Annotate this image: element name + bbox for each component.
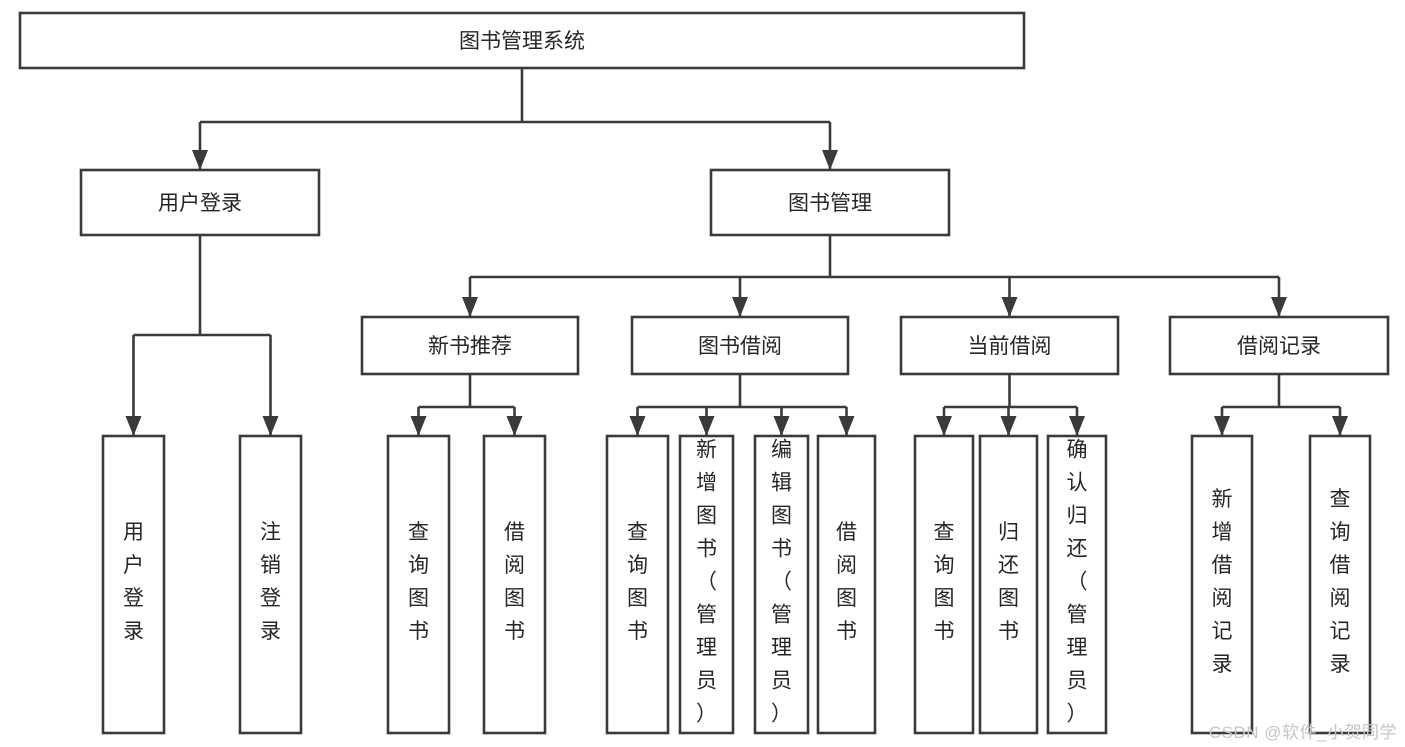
node-l2d[interactable]: 借阅记录	[1168, 315, 1390, 376]
arrow-head-icon	[262, 416, 279, 436]
node-box	[899, 315, 1120, 376]
arrow-head-icon	[192, 150, 208, 170]
arrow-head-icon	[773, 416, 790, 436]
arrow-head-icon	[1332, 416, 1348, 436]
node-label: 借阅图书	[836, 521, 857, 643]
arrow-head-icon	[410, 416, 427, 436]
node-label: 确认归还（管理员）	[1067, 439, 1088, 726]
node-label: 编辑图书（管理员）	[771, 439, 792, 726]
arrow-head-icon	[698, 416, 715, 436]
node-box	[386, 434, 451, 735]
node-box	[482, 434, 547, 735]
node-l2b[interactable]: 图书借阅	[630, 315, 850, 376]
arrow-head-icon	[822, 150, 838, 170]
node-label: 查询图书	[408, 521, 429, 643]
arrow-head-icon	[1000, 416, 1017, 436]
arrow-head-icon	[506, 416, 523, 436]
arrow-head-icon	[838, 416, 855, 436]
node-leaf10[interactable]: 归还图书	[978, 434, 1039, 735]
node-label: 查询图书	[627, 521, 648, 643]
node-label: 查询借阅记录	[1330, 488, 1351, 676]
node-box	[630, 315, 850, 376]
node-box	[1046, 434, 1108, 735]
node-label: 归还图书	[998, 521, 1019, 643]
node-leaf2[interactable]: 注销登录	[238, 434, 303, 735]
node-leaf3[interactable]: 查询图书	[386, 434, 451, 735]
node-label: 新增图书（管理员）	[696, 439, 717, 726]
node-box	[709, 168, 951, 237]
node-box	[678, 434, 735, 735]
node-label: 借阅记录	[1237, 335, 1321, 358]
node-root[interactable]: 图书管理系统	[18, 11, 1026, 70]
node-box	[360, 315, 580, 376]
arrow-head-icon	[732, 297, 748, 317]
node-box	[605, 434, 670, 735]
arrow-head-icon	[1271, 297, 1287, 317]
node-box	[1168, 315, 1390, 376]
node-leaf12[interactable]: 新增借阅记录	[1190, 434, 1254, 735]
node-box	[978, 434, 1039, 735]
node-box	[1308, 434, 1372, 735]
arrow-head-icon	[125, 416, 142, 436]
node-label: 当前借阅	[968, 335, 1052, 358]
node-box	[1190, 434, 1254, 735]
arrow-head-icon	[1214, 416, 1230, 436]
node-label: 图书管理	[788, 192, 872, 215]
edges-layer	[125, 68, 1348, 436]
node-l2c[interactable]: 当前借阅	[899, 315, 1120, 376]
node-box	[101, 434, 166, 735]
node-leaf11[interactable]: 确认归还（管理员）	[1046, 434, 1108, 735]
arrow-head-icon	[629, 416, 646, 436]
node-label: 用户登录	[158, 192, 242, 215]
node-label: 借阅图书	[504, 521, 525, 643]
node-leaf1[interactable]: 用户登录	[101, 434, 166, 735]
node-label: 新增借阅记录	[1212, 488, 1233, 676]
node-leaf13[interactable]: 查询借阅记录	[1308, 434, 1372, 735]
node-leaf4[interactable]: 借阅图书	[482, 434, 547, 735]
nodes-layer: 图书管理系统用户登录图书管理新书推荐图书借阅当前借阅借阅记录用户登录注销登录查询…	[18, 11, 1390, 735]
node-leaf5[interactable]: 查询图书	[605, 434, 670, 735]
node-box	[913, 434, 975, 735]
node-leaf9[interactable]: 查询图书	[913, 434, 975, 735]
node-label: 注销登录	[260, 521, 281, 643]
arrow-head-icon	[936, 416, 952, 436]
node-label: 查询图书	[934, 521, 955, 643]
node-label: 图书借阅	[698, 335, 782, 358]
node-box	[816, 434, 877, 735]
node-label: 图书管理系统	[459, 30, 585, 53]
node-label: 新书推荐	[428, 335, 512, 358]
arrow-head-icon	[462, 297, 478, 317]
node-box	[238, 434, 303, 735]
node-box	[18, 11, 1026, 70]
node-l2a[interactable]: 新书推荐	[360, 315, 580, 376]
node-label: 用户登录	[123, 521, 144, 643]
arrow-head-icon	[1069, 416, 1085, 436]
node-leaf8[interactable]: 借阅图书	[816, 434, 877, 735]
node-l1a[interactable]: 用户登录	[79, 168, 321, 237]
node-l1b[interactable]: 图书管理	[709, 168, 951, 237]
arrow-head-icon	[1001, 297, 1018, 317]
node-leaf7[interactable]: 编辑图书（管理员）	[753, 434, 810, 735]
node-box	[79, 168, 321, 237]
node-leaf6[interactable]: 新增图书（管理员）	[678, 434, 735, 735]
node-box	[753, 434, 810, 735]
